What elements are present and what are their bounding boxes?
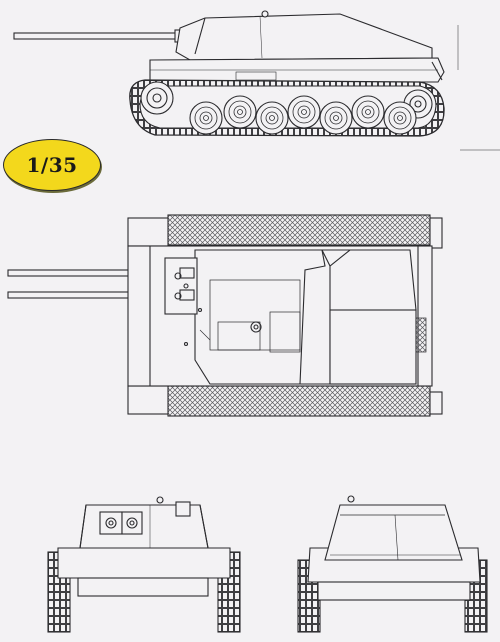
- top-left-track: [167, 214, 431, 246]
- road-wheel: [333, 115, 339, 121]
- rear-superstructure: [324, 504, 463, 561]
- rear-view: [297, 495, 488, 633]
- side-superstructure: [175, 13, 433, 61]
- top-view: [7, 214, 443, 417]
- road-wheel: [233, 105, 247, 119]
- road-wheel: [356, 100, 380, 124]
- road-wheel: [393, 111, 407, 125]
- side-view: [13, 10, 500, 151]
- road-wheel: [292, 100, 316, 124]
- side-gun-barrel: [13, 29, 194, 43]
- road-wheel: [265, 111, 279, 125]
- road-wheel: [199, 111, 213, 125]
- road-wheel: [329, 111, 343, 125]
- road-wheel: [388, 106, 412, 130]
- front-view: [47, 496, 241, 633]
- scale-label: 1/35: [26, 153, 78, 177]
- road-wheel: [301, 109, 307, 115]
- side-road-wheels: [189, 95, 417, 135]
- road-wheel: [260, 106, 284, 130]
- top-superstructure: [194, 249, 326, 385]
- scale-badge: 1/35: [3, 139, 101, 191]
- road-wheel: [297, 105, 311, 119]
- road-wheel: [237, 109, 243, 115]
- road-wheel: [365, 109, 371, 115]
- road-wheel: [228, 100, 252, 124]
- top-right-track: [167, 385, 431, 417]
- road-wheel: [361, 105, 375, 119]
- road-wheel: [269, 115, 275, 121]
- road-wheel: [194, 106, 218, 130]
- road-wheel: [397, 115, 403, 121]
- road-wheel: [324, 106, 348, 130]
- road-wheel: [203, 115, 209, 121]
